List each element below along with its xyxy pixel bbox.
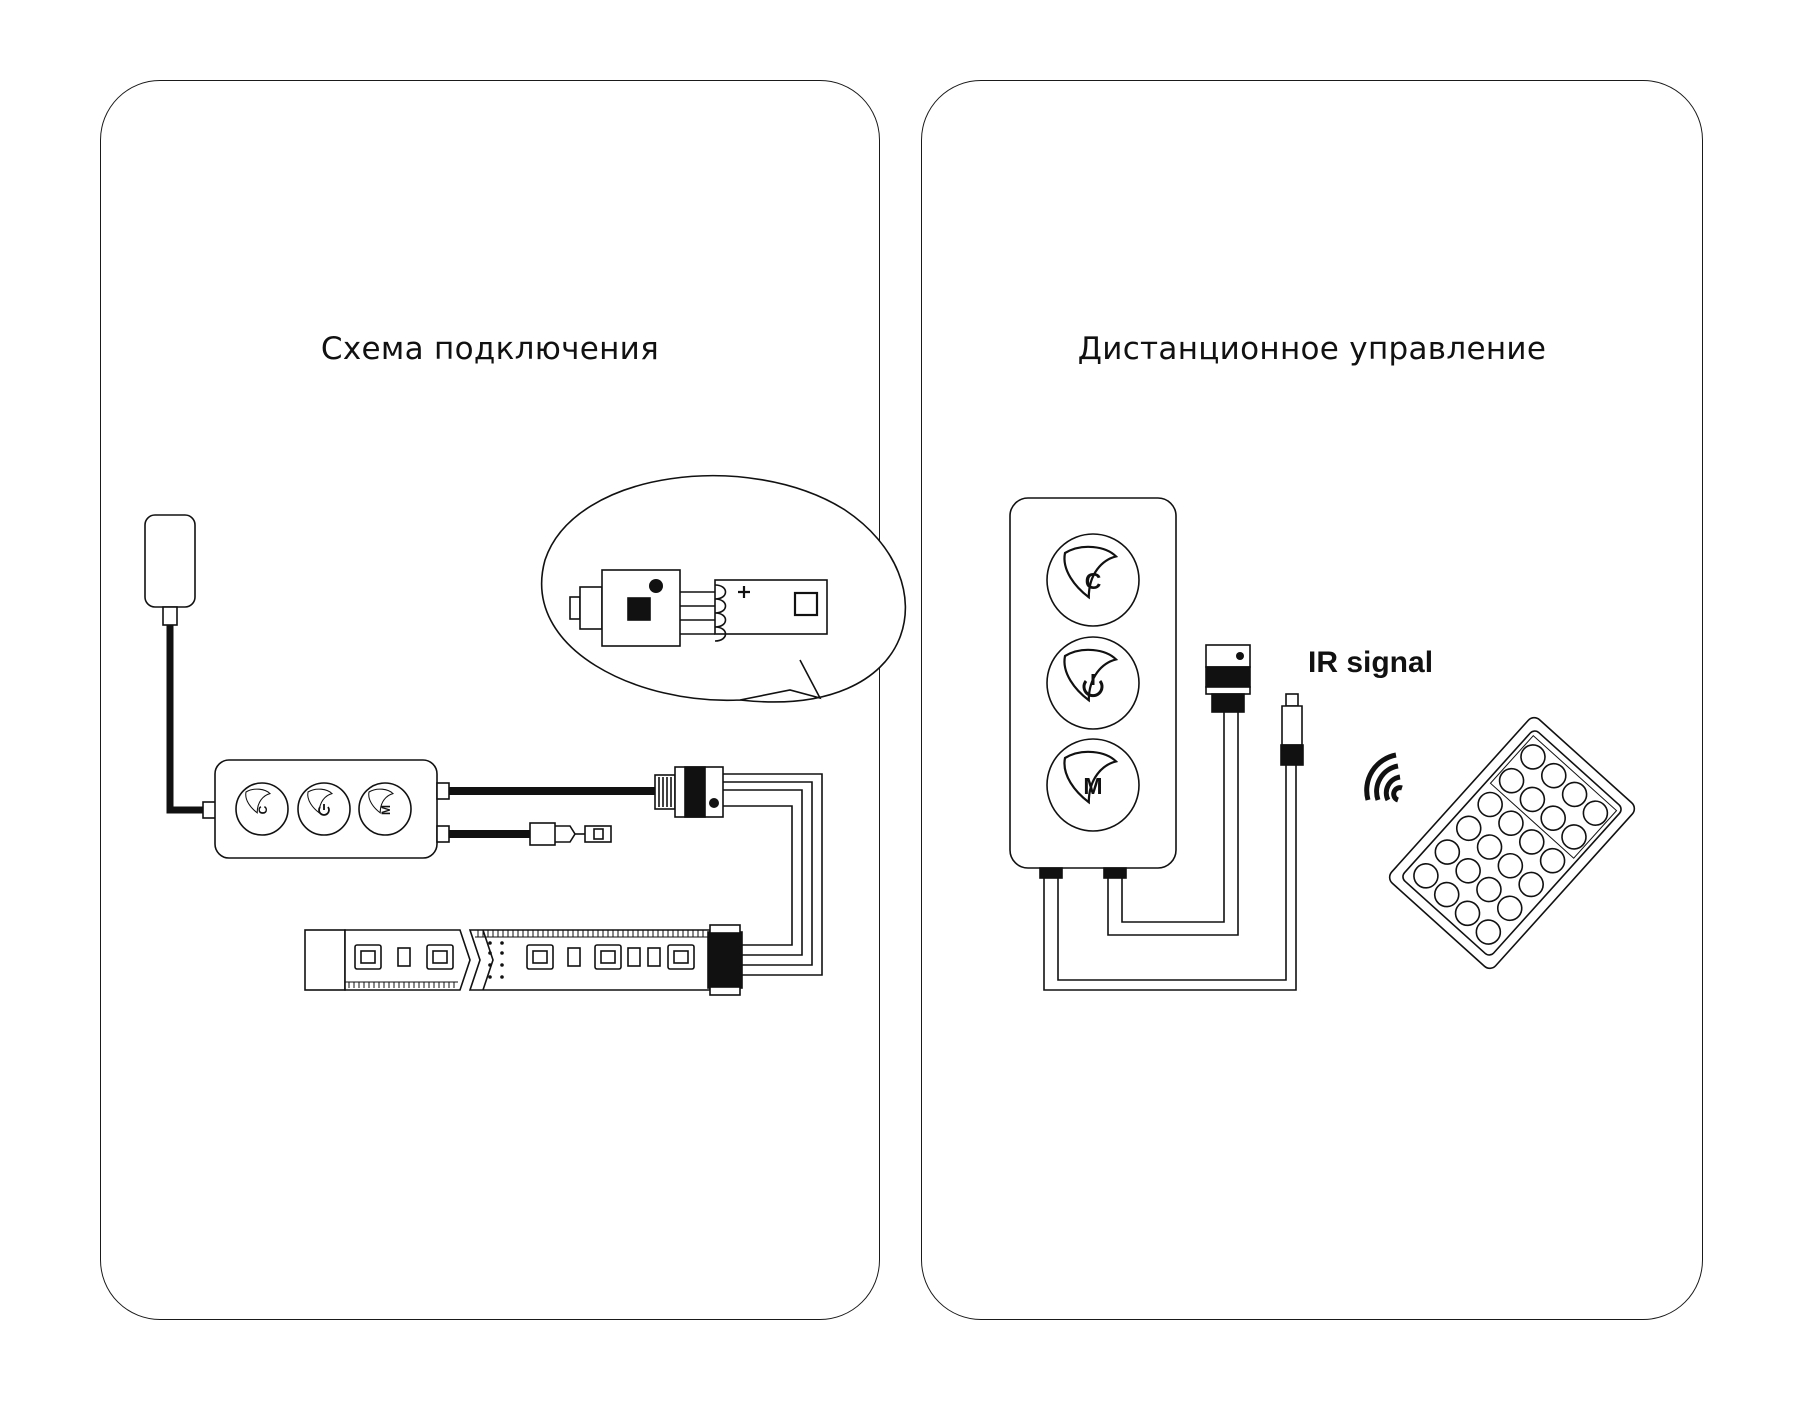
strip-connector <box>654 766 724 818</box>
remote-cable-b-1 <box>1107 712 1239 936</box>
controller-box-small: C M <box>214 759 450 859</box>
btn-m-label-small: M <box>379 805 393 815</box>
ir-remote <box>1388 716 1636 970</box>
ir-receiver-small <box>529 822 612 846</box>
remote-buttons <box>1413 734 1618 945</box>
connection-diagram: C M <box>144 474 907 996</box>
ir-signal-label: IR signal <box>1308 646 1433 679</box>
remote-cable-a-1 <box>1043 765 1297 991</box>
power-cable <box>166 625 205 814</box>
remote-cable-b-2 <box>1121 712 1225 923</box>
btn-c-label: C <box>1085 568 1102 594</box>
power-icon <box>1082 674 1104 698</box>
connection-scheme-title: Схема подключения <box>320 331 660 367</box>
ir-receiver <box>1280 693 1304 766</box>
remote-cable-a-2 <box>1057 765 1287 981</box>
strip-connector-right <box>1205 644 1251 713</box>
led-strip <box>304 924 743 996</box>
strip-wire-3 <box>723 789 803 956</box>
power-icon <box>318 804 330 816</box>
btn-m-label: M <box>1083 773 1102 799</box>
btn-c-label-small: C <box>256 805 270 814</box>
wifi-signal-icon <box>1364 752 1403 803</box>
strip-wire-1 <box>723 773 823 976</box>
controller-box-large: C M <box>1009 497 1177 879</box>
connector-detail-bubble <box>540 474 907 703</box>
remote-control-diagram: C M IR signa <box>1009 497 1636 991</box>
power-adapter <box>144 514 196 626</box>
remote-control-title: Дистанционное управление <box>1077 331 1547 367</box>
strip-wire-2 <box>723 781 813 966</box>
strip-wire-4 <box>723 805 793 946</box>
